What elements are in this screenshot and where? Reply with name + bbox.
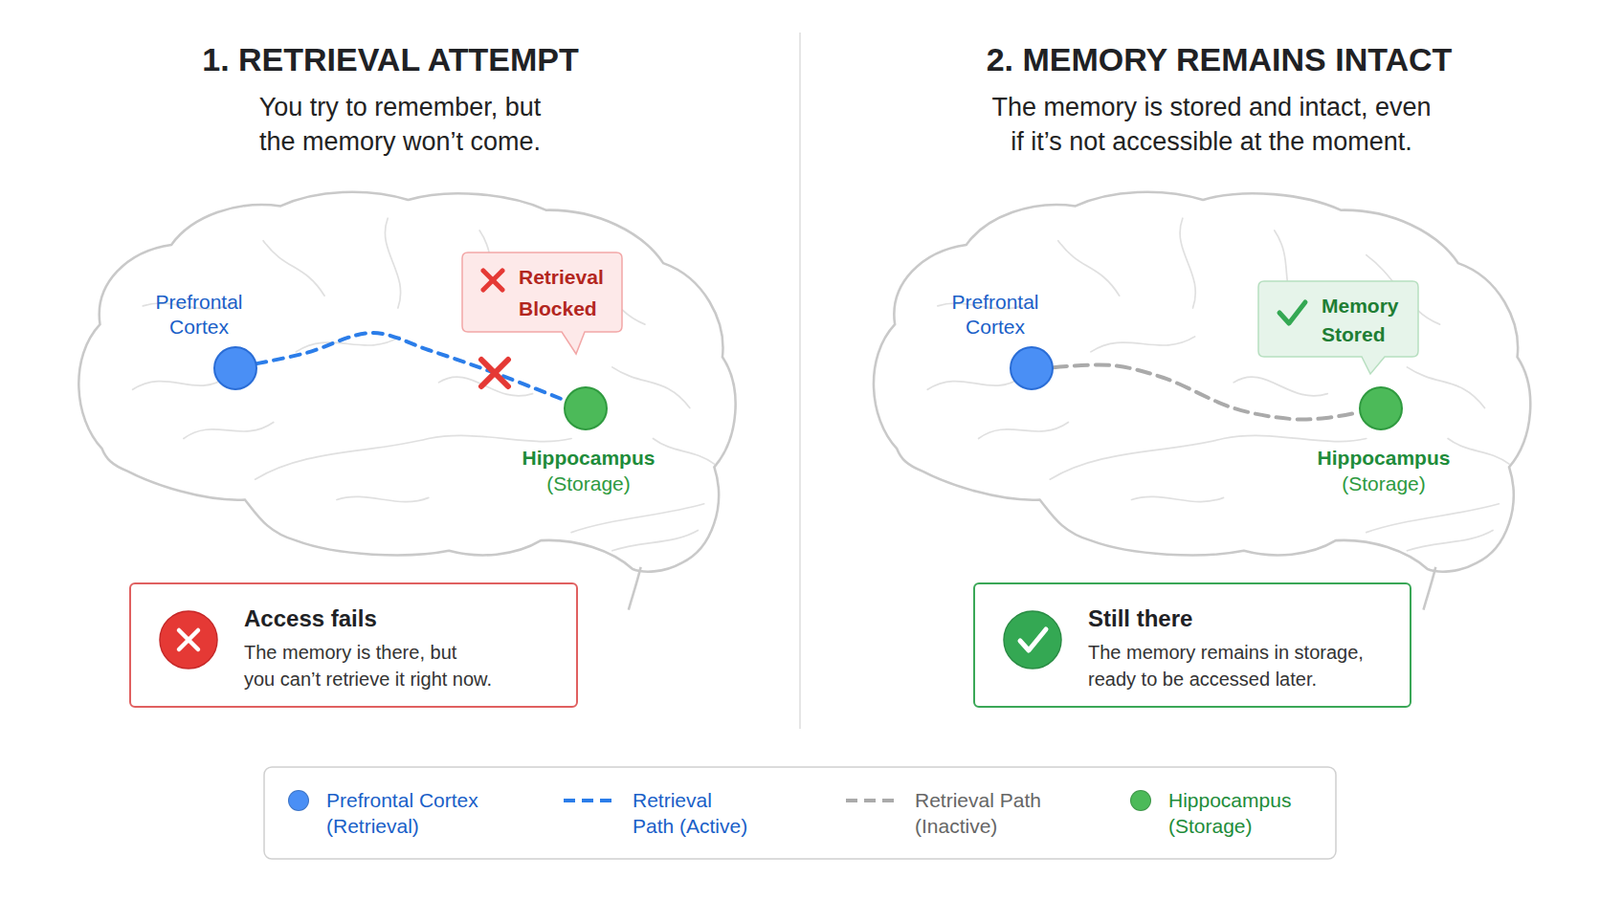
- node-outline: [1358, 386, 1403, 431]
- region-label: Hippocampus: [1307, 445, 1461, 471]
- box-body: The memory remains in storage, ready to …: [1088, 639, 1409, 693]
- region-sublabel: (Storage): [511, 471, 666, 497]
- hippocampus-node: Hippocampus(Storage): [563, 386, 608, 431]
- success-icon: [1003, 611, 1062, 669]
- region-circle: [214, 347, 257, 390]
- legend-box: [264, 767, 1336, 860]
- legend-label: Hippocampus (Storage): [1168, 787, 1308, 840]
- callout-check-icon: [1279, 302, 1306, 324]
- brain-outline: [873, 192, 1531, 611]
- retrieval-path-active: [256, 333, 565, 401]
- blocked-callout: Retrieval Blocked: [462, 252, 623, 333]
- callout-outline: [1258, 281, 1419, 375]
- legend-swatch: [1130, 790, 1152, 812]
- hippocampus-node: Hippocampus(Storage): [1358, 386, 1403, 431]
- panel-subtitle: You try to remember, but the memory won’…: [199, 89, 601, 159]
- panel-subtitle: The memory is stored and intact, even if…: [943, 89, 1480, 159]
- callout-text: Memory Stored: [1321, 291, 1418, 350]
- legend-line-sample: [845, 799, 898, 803]
- stored-callout: Memory Stored: [1258, 281, 1419, 357]
- status-box: Still thereThe memory remains in storage…: [973, 582, 1412, 709]
- box-heading: Still there: [1088, 604, 1395, 634]
- node-outline: [563, 386, 608, 431]
- box-body: The memory is there, but you can’t retri…: [244, 639, 565, 693]
- region-circle: [564, 387, 607, 430]
- region-circle: [1359, 387, 1402, 430]
- node-outline: [1009, 346, 1054, 391]
- region-circle: [1010, 347, 1053, 390]
- legend-label: Retrieval Path (Active): [632, 787, 786, 840]
- legend-label: Prefrontal Cortex (Retrieval): [326, 787, 494, 840]
- node-outline: [1258, 281, 1419, 357]
- legend-swatch: [288, 790, 310, 812]
- region-label: Prefrontal Cortex: [141, 289, 257, 340]
- panel-title: 1. RETRIEVAL ATTEMPT: [55, 39, 726, 80]
- legend-label: Retrieval Path (Inactive): [914, 787, 1068, 840]
- callout-text: Retrieval Blocked: [518, 261, 620, 325]
- node-outline: [462, 252, 623, 333]
- status-box: Access failsThe memory is there, but you…: [129, 582, 578, 709]
- legend-line-sample: [563, 799, 617, 803]
- box-heading: Access fails: [244, 604, 551, 634]
- region-sublabel: (Storage): [1307, 471, 1461, 497]
- region-label: Prefrontal Cortex: [937, 289, 1053, 340]
- prefrontal-node: Prefrontal Cortex: [213, 346, 258, 391]
- panel-divider: [799, 32, 801, 730]
- region-label: Hippocampus: [511, 445, 666, 471]
- panel-title: 2. MEMORY REMAINS INTACT: [855, 39, 1583, 80]
- brain-outline: [78, 192, 735, 611]
- callout-cross-icon: [483, 270, 503, 290]
- callout-outline: [462, 252, 623, 355]
- node-outline: [213, 346, 258, 391]
- fail-icon: [159, 611, 218, 669]
- retrieval-path-inactive: [1053, 364, 1359, 420]
- blocked-cross: [481, 359, 509, 387]
- prefrontal-node: Prefrontal Cortex: [1009, 346, 1054, 391]
